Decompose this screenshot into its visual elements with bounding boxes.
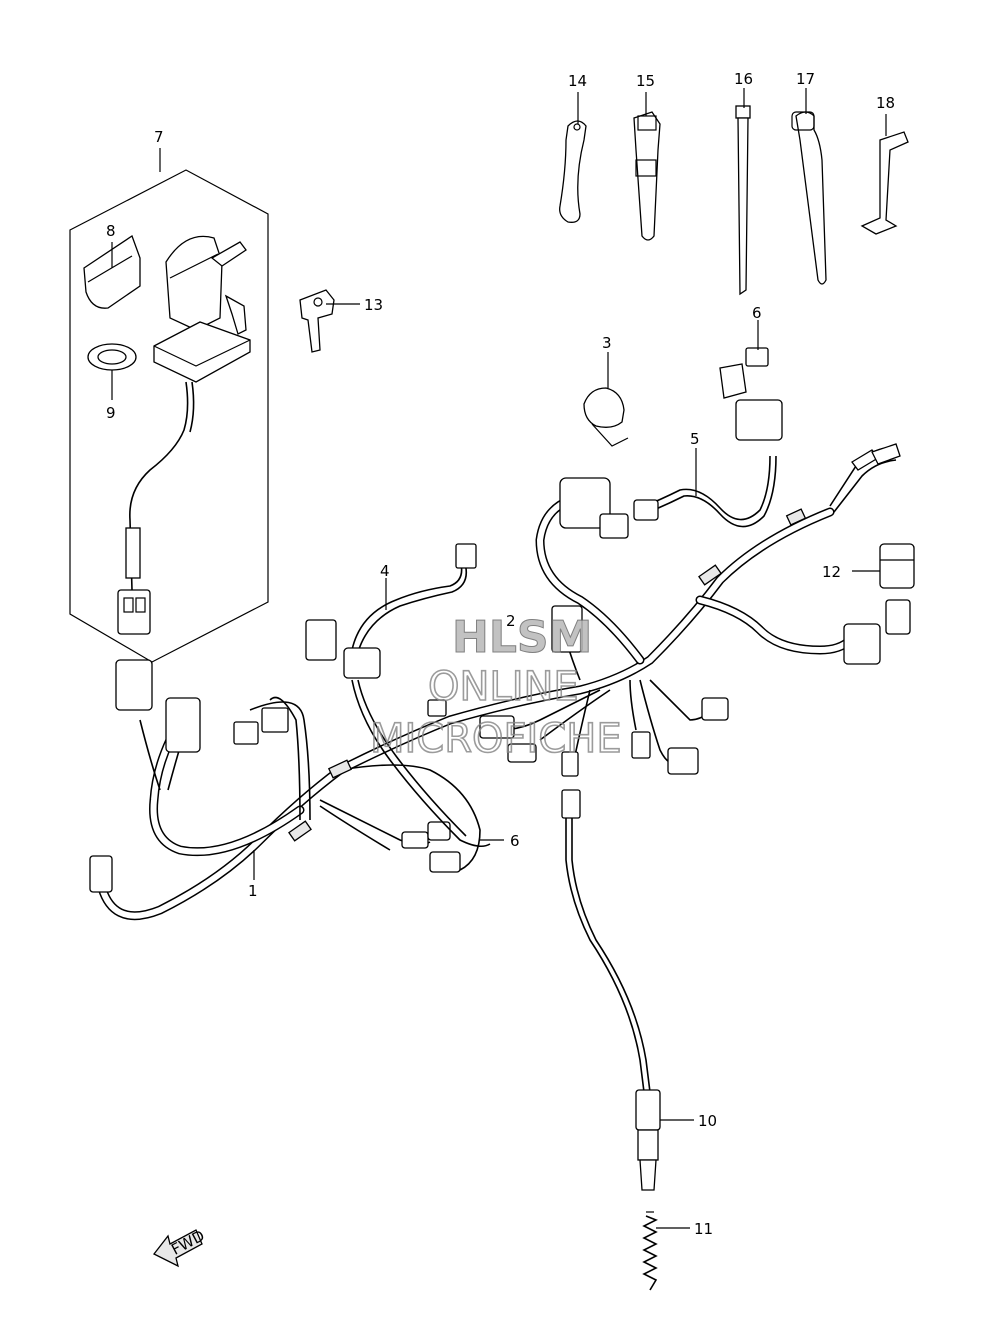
callout-9: 9	[106, 404, 116, 422]
callout-16: 16	[734, 70, 753, 88]
ignition-cap-part	[83, 235, 141, 309]
connector-part	[261, 707, 289, 733]
tie-17-part	[791, 111, 827, 285]
connector-part	[885, 599, 911, 635]
connector-part	[115, 659, 153, 711]
watermark-line2: ONLINE	[428, 664, 579, 710]
o-ring-part	[87, 343, 137, 371]
callout-7: 7	[154, 128, 164, 146]
connector-part	[631, 731, 651, 759]
tie-15-part	[633, 111, 661, 241]
watermark: HLSM ONLINE MICROFICHE	[369, 612, 622, 763]
connector-part	[551, 605, 583, 653]
fuse-part	[745, 347, 769, 367]
callout-13: 13	[364, 296, 383, 314]
connector-part	[401, 831, 429, 849]
callout-10: 10	[698, 1112, 717, 1130]
callout-labels: 1 2 3 4 5 6 6 7 8 9 10 11 12 13 14 15 16…	[106, 70, 895, 1238]
connector-part	[561, 751, 579, 777]
connector-part	[667, 747, 699, 775]
main-wiring-harness	[89, 443, 911, 1093]
callout-5: 5	[690, 430, 700, 448]
tie-16-part	[735, 105, 751, 296]
sensor-part	[635, 1089, 661, 1191]
fwd-label: FWD	[168, 1226, 207, 1258]
watermark-line1: HLSM	[452, 612, 592, 663]
callout-12: 12	[822, 563, 841, 581]
callout-1: 1	[248, 882, 258, 900]
connector-part	[507, 743, 537, 763]
sub-harness-4	[305, 543, 491, 848]
relay-part	[879, 543, 915, 589]
ignition-switch-kit	[69, 169, 269, 663]
connector-part	[561, 789, 581, 819]
clamp-3-part	[583, 387, 629, 447]
callout-4: 4	[380, 562, 390, 580]
callout-6-fuse: 6	[752, 304, 762, 322]
callout-14: 14	[568, 72, 587, 90]
connector-part	[701, 697, 729, 721]
connector-part	[479, 715, 515, 739]
watermark-line3: MICROFICHE	[370, 716, 622, 762]
fwd-direction-arrow: FWD	[153, 1226, 208, 1268]
connector-part	[427, 699, 447, 717]
leader-lines	[111, 88, 887, 1229]
callout-6-lower: 6	[510, 832, 520, 850]
connector-part	[165, 697, 201, 753]
spring-part	[642, 1211, 658, 1291]
callout-2: 2	[506, 612, 516, 630]
clamp-14-part	[559, 120, 587, 223]
connector-part	[429, 851, 461, 873]
connector-part	[559, 477, 611, 529]
connector-part	[427, 821, 451, 841]
clip-18-part	[860, 131, 909, 235]
ignition-key-part	[299, 289, 335, 353]
callout-15: 15	[636, 72, 655, 90]
callout-18: 18	[876, 94, 895, 112]
ignition-switch-part	[117, 235, 251, 635]
connector-part	[599, 513, 629, 539]
callout-11: 11	[694, 1220, 713, 1238]
connector-part	[89, 855, 113, 893]
callout-8: 8	[106, 222, 116, 240]
connector-part	[233, 721, 259, 745]
sub-harness-5	[633, 347, 783, 528]
connector-part	[843, 623, 881, 665]
callout-3: 3	[602, 334, 612, 352]
callout-17: 17	[796, 70, 815, 88]
